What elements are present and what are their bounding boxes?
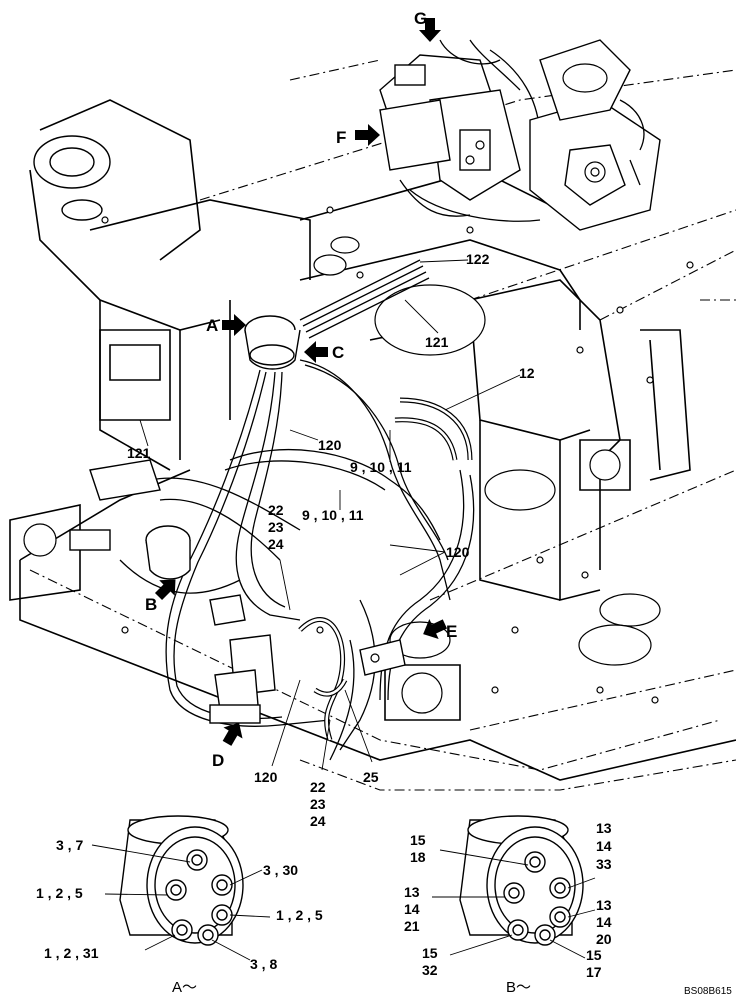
detail-a-label-3-8: 3 , 8 xyxy=(250,956,277,972)
callout-12: 12 xyxy=(519,365,535,381)
detail-a-label-1-2-31: 1 , 2 , 31 xyxy=(44,945,99,961)
detail-b-caption: B～ xyxy=(506,979,531,996)
callout-23-upper: 23 xyxy=(268,519,284,535)
detail-b-label-18: 18 xyxy=(410,849,426,865)
view-marker-g: G xyxy=(414,9,427,28)
callout-23-lower: 23 xyxy=(310,796,326,812)
callout-24-lower: 24 xyxy=(310,813,326,829)
detail-b-label-32: 32 xyxy=(422,962,438,978)
callout-122: 122 xyxy=(466,251,490,267)
detail-a-label-1-2-5-left: 1 , 2 , 5 xyxy=(36,885,83,901)
detail-b-label-15-top: 15 xyxy=(410,832,426,848)
view-marker-e: E xyxy=(446,622,457,641)
callout-120-lower: 120 xyxy=(254,769,278,785)
hose-routing xyxy=(69,259,475,761)
detail-a-fittings xyxy=(165,849,233,946)
bolt-holes xyxy=(101,206,694,704)
view-markers: G F A C B D E xyxy=(145,9,457,770)
detail-b-label-15-right: 15 xyxy=(586,947,602,963)
detail-b-label-14-right: 14 xyxy=(596,914,612,930)
detail-b-label-14-left: 14 xyxy=(404,901,420,917)
detail-b-label-20: 20 xyxy=(596,931,612,947)
drawing-code: BS08B615 xyxy=(684,986,732,997)
callout-9-10-11-upper: 9 , 10 , 11 xyxy=(350,459,412,475)
detail-b-label-13-right: 13 xyxy=(596,897,612,913)
detail-b-label-15-bottom: 15 xyxy=(422,945,438,961)
detail-a-label-3-7: 3 , 7 xyxy=(56,837,83,853)
callouts: 122 121 121 12 120 9 , 10 , 11 9 , 10 , … xyxy=(127,251,535,829)
callout-120-right: 120 xyxy=(446,544,470,560)
detail-b-label-13-top: 13 xyxy=(596,820,612,836)
view-marker-c: C xyxy=(332,343,344,362)
detail-b-label-17: 17 xyxy=(586,964,602,980)
view-marker-f: F xyxy=(336,128,346,147)
view-marker-d: D xyxy=(212,751,224,770)
detail-b-label-33: 33 xyxy=(596,856,612,872)
callout-25: 25 xyxy=(363,769,379,785)
detail-b-label-14-top: 14 xyxy=(596,838,612,854)
detail-b-fittings xyxy=(503,851,571,946)
view-marker-a: A xyxy=(206,316,218,335)
detail-a-label-3-30: 3 , 30 xyxy=(263,862,298,878)
callout-9-10-11-lower: 9 , 10 , 11 xyxy=(302,507,364,523)
detail-b-label-21: 21 xyxy=(404,918,420,934)
detail-view-a: 3 , 7 3 , 30 1 , 2 , 5 1 , 2 , 5 1 , 2 ,… xyxy=(36,815,323,996)
detail-view-b: 15 18 13 14 33 13 14 21 13 14 20 15 32 1… xyxy=(404,815,612,996)
callout-120-upper: 120 xyxy=(318,437,342,453)
detail-a-caption: A～ xyxy=(172,979,197,996)
detail-b-label-13-left: 13 xyxy=(404,884,420,900)
callout-24-upper: 24 xyxy=(268,536,284,552)
callout-121-left: 121 xyxy=(127,445,151,461)
view-marker-b: B xyxy=(145,595,157,614)
control-valve-assembly xyxy=(379,39,661,231)
callout-22-lower: 22 xyxy=(310,779,326,795)
callout-121-center: 121 xyxy=(425,334,449,350)
callout-22-upper: 22 xyxy=(268,502,284,518)
detail-a-label-1-2-5-right: 1 , 2 , 5 xyxy=(276,907,323,923)
